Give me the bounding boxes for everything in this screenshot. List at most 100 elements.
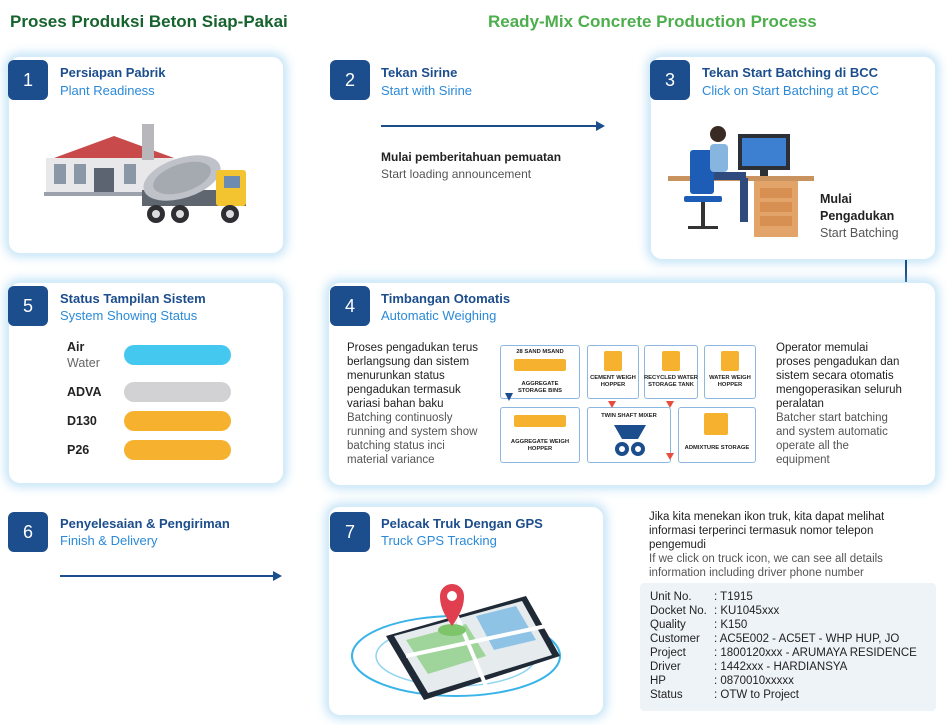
text-line: Batching continuosly [347,412,453,424]
water-hopper-icon [721,351,739,371]
flow-arrow-agg [505,393,513,401]
truck-info-panel: Unit No. : T1915 Docket No.: KU1045xxx Qu… [640,583,936,711]
text-line: sistem secara otomatis [776,370,894,382]
step-6-badge: 6 [8,512,48,552]
status-adva-bar [124,382,231,402]
step-2-desc-en: Start loading announcement [381,167,532,181]
text-line: batching status inci [347,440,445,452]
step-6-title: Penyelesaian & Pengiriman [60,516,230,531]
plant-truck-illustration [44,124,246,223]
text-line: Jika kita menekan ikon truk, kita dapat … [649,511,885,523]
step-1-title: Persiapan Pabrik [60,65,166,80]
step-3-desc-id-2: Pengadukan [820,209,895,223]
flow-arrow-cement [608,401,616,408]
text-line: pengemudi [649,539,706,551]
text-line: berlangsung dan sistem [347,356,470,368]
text-line: Batcher start batching [776,412,888,424]
text-line: Proses pengadukan terus [347,342,479,354]
step-3-desc-id-1: Mulai [820,192,852,206]
status-air-bar [124,345,231,365]
text-line: mengoperasikan seluruh [776,384,902,396]
text-line: variasi bahan baku [347,398,444,410]
step-5-badge: 5 [8,286,48,326]
step-1-subtitle: Plant Readiness [60,83,155,98]
info-value: : T1915 [714,591,753,603]
step-3-title: Tekan Start Batching di BCC [702,65,879,80]
step-2-to-3-arrow [381,121,605,131]
status-air-label: Air [67,340,85,354]
recycled-tank-icon [662,351,680,371]
info-row-project: Project : 1800120xxx - ARUMAYA RESIDENCE [650,647,917,659]
info-row-docket: Docket No.: KU1045xxx [650,605,779,617]
info-key: Project [650,647,686,659]
agg-weigh-label: AGGREGATE WEIGH HOPPER [510,439,570,452]
info-key: HP [650,675,666,687]
text-line: pengadukan termasuk [347,384,461,396]
text-line: Operator memulai [776,342,869,354]
info-row-unit: Unit No. : T1915 [650,591,753,603]
aggregate-storage-bins [500,345,580,399]
text-line: If we click on truck icon, we can see al… [649,553,883,565]
info-key: Quality [650,619,686,631]
info-key: Unit No. [650,591,692,603]
status-p26-bar [124,440,231,460]
gps-description: Jika kita menekan ikon truk, kita dapat … [649,510,939,580]
info-row-hp: HP : 0870010xxxxx [650,675,794,687]
step-4-title: Timbangan Otomatis [381,291,511,306]
step-4-right-text: Operator memulai proses pengadukan dan s… [776,341,926,467]
text-line: material variance [347,454,435,466]
step-7-subtitle: Truck GPS Tracking [381,533,497,548]
step-6-to-7-arrow [60,571,282,581]
step-2-badge: 2 [330,60,370,100]
info-value: : 1442xxx - HARDIANSYA [714,661,848,673]
info-value: : 1800120xxx - ARUMAYA RESIDENCE [714,647,917,659]
info-row-customer: Customer: AC5E002 - AC5ET - WHP HUP, JO [650,633,899,645]
step-3-desc-en: Start Batching [820,226,899,240]
step-7-title: Pelacak Truk Dengan GPS [381,516,543,531]
step-5-title: Status Tampilan Sistem [60,291,206,306]
text-line: information including driver phone numbe… [649,567,864,579]
status-d130-label: D130 [67,414,97,428]
info-value: : AC5E002 - AC5ET - WHP HUP, JO [714,633,900,645]
status-d130-bar [124,411,231,431]
text-line: menurunkan status [347,370,445,382]
step-5-subtitle: System Showing Status [60,308,198,323]
title-english: Ready-Mix Concrete Production Process [488,12,817,31]
info-value: : OTW to Project [714,689,799,701]
operator-desk-illustration [668,126,814,237]
step-3-badge: 3 [650,60,690,100]
step-4-subtitle: Automatic Weighing [381,308,497,323]
flow-arrow-water [666,401,674,408]
status-adva-label: ADVA [67,385,102,399]
title-indonesian: Proses Produksi Beton Siap-Pakai [10,12,288,31]
text-line: and system automatic [776,426,888,438]
info-value: : K150 [714,619,748,631]
info-row-driver: Driver : 1442xxx - HARDIANSYA [650,661,847,673]
info-value: : KU1045xxx [714,605,780,617]
info-row-quality: Quality : K150 [650,619,747,631]
text-line: operate all the [776,440,849,452]
weighing-diagram: 28 SAND MSAND AGGREGATE STORAGE BINS CEM… [498,343,760,465]
status-air-sublabel: Water [67,356,100,370]
flow-arrow-admix [666,453,674,460]
text-line: peralatan [776,398,824,410]
step-2-title: Tekan Sirine [381,65,458,80]
agg-bins-label: AGGREGATE STORAGE BINS [517,381,563,394]
text-line: running and system show [347,426,478,438]
mixer-icon [614,425,646,456]
info-key: Driver [650,661,681,673]
step-1-badge: 1 [8,60,48,100]
step-2-desc-id: Mulai pemberitahuan pemuatan [381,150,562,164]
agg-weigh-icon [514,415,566,427]
admix-icon [704,413,728,435]
admix-label: ADMIXTURE STORAGE [684,445,750,451]
info-value: : 0870010xxxxx [714,675,794,687]
step-3-subtitle: Click on Start Batching at BCC [702,83,880,98]
water-label: WATER WEIGH HOPPER [709,375,751,388]
step-2-subtitle: Start with Sirine [381,83,473,98]
recycled-label: RECYCLED WATER STORAGE TANK [644,375,698,388]
step-6-subtitle: Finish & Delivery [60,533,158,548]
cement-silo-icon [604,351,622,371]
text-line: informasi terperinci termasuk nomor tele… [649,525,874,537]
